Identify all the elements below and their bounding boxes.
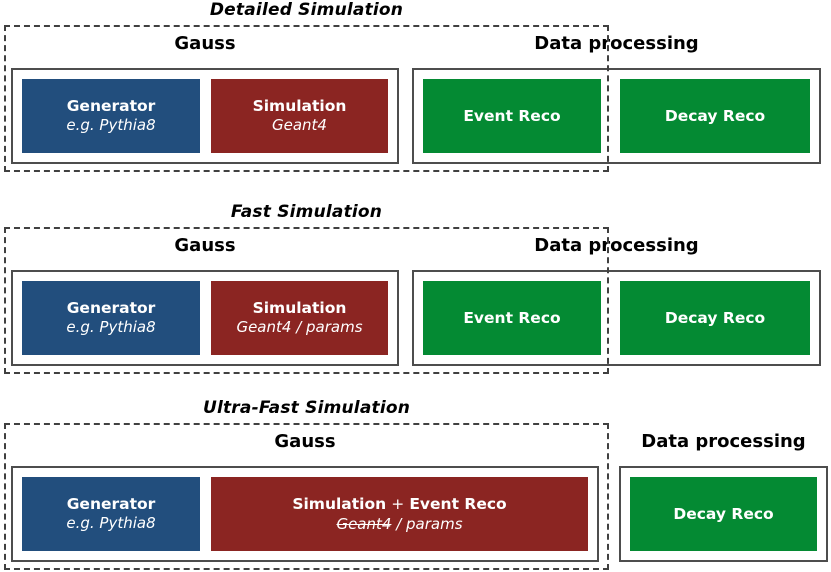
decay-reco-label: Decay Reco <box>664 106 766 125</box>
generator-detail: e.g. Pythia8 <box>66 514 156 533</box>
event-reco-node: Event Reco <box>423 79 601 153</box>
gauss-container: Generator e.g. Pythia8 Simulation Geant4… <box>11 270 399 366</box>
simulation-node: Simulation Geant4 / params <box>211 281 388 355</box>
generator-name: Generator <box>66 97 156 116</box>
gauss-container: Generator e.g. Pythia8 Simulation Geant4 <box>11 68 399 164</box>
event-reco-label: Event Reco <box>463 308 561 327</box>
merged-event-reco-name: Event Reco <box>409 494 507 513</box>
data-processing-container: Event Reco Decay Reco <box>412 270 821 366</box>
event-reco-label: Event Reco <box>463 106 561 125</box>
simulation-event-reco-node: Simulation + Event Reco Geant4 / params <box>211 477 588 551</box>
merged-node-detail: Geant4 / params <box>336 515 462 535</box>
simulation-name: Simulation <box>252 299 347 318</box>
merged-node-title: Simulation + Event Reco <box>292 494 506 515</box>
simulation-detail: Geant4 <box>272 116 327 135</box>
pipeline-row-fast: Fast Simulation Gauss Data processing Ge… <box>0 202 831 376</box>
gauss-label: Gauss <box>174 33 236 54</box>
decay-reco-label: Decay Reco <box>673 504 774 523</box>
simulation-detail: Geant4 / params <box>236 318 363 337</box>
pipeline-row-ultra-fast: Ultra-Fast Simulation Gauss Data process… <box>0 398 831 572</box>
generator-node: Generator e.g. Pythia8 <box>22 477 200 551</box>
generator-detail: e.g. Pythia8 <box>66 116 156 135</box>
row-title-fast: Fast Simulation <box>230 202 383 222</box>
geant4-struck-text: Geant4 <box>336 514 392 533</box>
generator-name: Generator <box>66 299 156 318</box>
decay-reco-node: Decay Reco <box>620 281 810 355</box>
generator-detail: e.g. Pythia8 <box>66 318 156 337</box>
gauss-label: Gauss <box>174 235 236 256</box>
event-reco-node: Event Reco <box>423 281 601 355</box>
pipeline-row-detailed: Detailed Simulation Gauss Data processin… <box>0 0 831 174</box>
plus-sign: + <box>391 494 405 513</box>
simulation-name: Simulation <box>252 97 347 116</box>
data-processing-label: Data processing <box>534 33 699 54</box>
generator-node: Generator e.g. Pythia8 <box>22 281 200 355</box>
gauss-container: Generator e.g. Pythia8 Simulation + Even… <box>11 466 599 562</box>
simulation-node: Simulation Geant4 <box>211 79 388 153</box>
generator-node: Generator e.g. Pythia8 <box>22 79 200 153</box>
generator-name: Generator <box>66 495 156 514</box>
data-processing-label: Data processing <box>641 431 806 452</box>
gauss-label: Gauss <box>274 431 336 452</box>
data-processing-label: Data processing <box>534 235 699 256</box>
data-processing-container: Event Reco Decay Reco <box>412 68 821 164</box>
decay-reco-node: Decay Reco <box>630 477 817 551</box>
merged-simulation-name: Simulation <box>292 494 387 513</box>
decay-reco-node: Decay Reco <box>620 79 810 153</box>
decay-reco-label: Decay Reco <box>664 308 766 327</box>
row-title-ultra-fast: Ultra-Fast Simulation <box>202 398 411 418</box>
params-text: / params <box>396 514 463 533</box>
data-processing-container: Decay Reco <box>619 466 828 562</box>
row-title-detailed: Detailed Simulation <box>209 0 404 20</box>
